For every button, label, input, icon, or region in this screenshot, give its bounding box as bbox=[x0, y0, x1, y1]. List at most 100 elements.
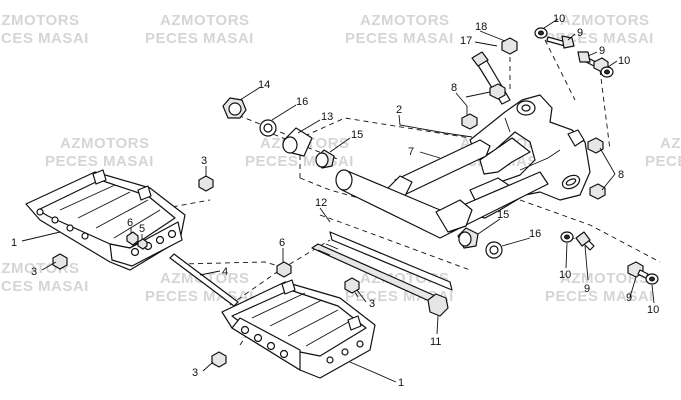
nut-8 bbox=[489, 83, 506, 100]
callout-10a: 10 bbox=[553, 13, 565, 25]
washer-16-hole bbox=[263, 123, 273, 133]
hardware-top-right bbox=[461, 27, 614, 200]
nut-8 bbox=[461, 113, 478, 130]
callout-16a: 16 bbox=[296, 96, 308, 108]
watermark-line2: PECES MASAI bbox=[0, 30, 89, 47]
footrest-hole bbox=[130, 247, 140, 257]
bolt-thread bbox=[317, 243, 339, 256]
collar-nut-14-face bbox=[228, 102, 242, 116]
bolt-9-head bbox=[575, 231, 591, 247]
bolt-9-head bbox=[561, 35, 575, 49]
callout-3a: 3 bbox=[201, 155, 207, 167]
leader-8b bbox=[599, 147, 616, 175]
leader-3c bbox=[356, 289, 367, 303]
leader-9d bbox=[629, 276, 637, 298]
footrest-hole bbox=[356, 340, 364, 348]
watermark-line1: AZMOTORS bbox=[560, 12, 650, 29]
bushing-15-end bbox=[458, 231, 472, 247]
watermark-line2: PECES MASAI bbox=[145, 30, 254, 47]
watermark-line2: PECES MASAI bbox=[645, 153, 681, 170]
callout-9c: 9 bbox=[584, 283, 590, 295]
leader-8a bbox=[465, 91, 491, 98]
callout-9a: 9 bbox=[577, 27, 583, 39]
leader-1b bbox=[349, 361, 397, 383]
footrest-hole bbox=[266, 341, 276, 351]
callout-9d: 9 bbox=[626, 292, 632, 304]
watermark-line2: PECES MASAI bbox=[545, 288, 654, 305]
leader-10d bbox=[651, 284, 655, 304]
callout-3d: 3 bbox=[192, 367, 198, 379]
callout-1a: 1 bbox=[11, 237, 17, 249]
callout-15a: 15 bbox=[351, 129, 363, 141]
washer-16-hole bbox=[489, 245, 499, 255]
bushings bbox=[222, 97, 503, 259]
leader-2 bbox=[398, 114, 473, 138]
footrest-slats bbox=[59, 184, 161, 239]
callout-16b: 16 bbox=[529, 228, 541, 240]
watermark-line1: AZMOTORS bbox=[60, 397, 150, 400]
nut-3 bbox=[198, 175, 214, 192]
watermark-line1: AZMOTORS bbox=[0, 12, 80, 29]
leader-lines bbox=[21, 18, 655, 383]
watermark-layer: AZMOTORS PECES MASAI AZMOTORS PECES MASA… bbox=[0, 12, 681, 400]
nut-6 bbox=[276, 261, 292, 278]
leader-10b bbox=[607, 60, 618, 68]
leader-3b bbox=[41, 261, 57, 271]
footrest-hole bbox=[279, 349, 289, 359]
callout-6a: 6 bbox=[127, 217, 133, 229]
callout-3c: 3 bbox=[369, 298, 375, 310]
leader-3d bbox=[202, 361, 214, 372]
callout-10c: 10 bbox=[559, 269, 571, 281]
nut-8 bbox=[589, 183, 606, 200]
watermark-line2: PECES MASAI bbox=[0, 278, 89, 295]
callout-10b: 10 bbox=[618, 55, 630, 67]
nut-3 bbox=[211, 351, 227, 368]
nut-18 bbox=[501, 37, 518, 55]
leader-9b bbox=[587, 51, 598, 57]
leader-9c bbox=[584, 245, 589, 281]
swing-arm-cross-tube-end bbox=[335, 169, 353, 191]
watermark-line2: PECES MASAI bbox=[245, 153, 354, 170]
footrest-hole bbox=[240, 325, 250, 335]
swing-arm-detail-line bbox=[504, 117, 561, 171]
guide-line bbox=[519, 199, 661, 263]
callout-labels: 1 1 2 3 3 3 3 4 5 6 6 7 8 8 9 9 9 9 10 1… bbox=[11, 13, 659, 389]
bushing-15-end bbox=[315, 152, 329, 168]
bolt-17-head bbox=[471, 51, 489, 67]
callout-8b: 8 bbox=[618, 169, 624, 181]
pivot-shaft-assembly bbox=[311, 231, 453, 317]
watermark-line1: AZMOTORS bbox=[160, 12, 250, 29]
footrest-hole bbox=[51, 216, 59, 224]
bolt-9-head bbox=[577, 51, 591, 63]
connecting-rod-4 bbox=[169, 253, 239, 307]
leader-4 bbox=[199, 270, 221, 276]
footrest-tab bbox=[281, 279, 296, 295]
hardware-bottom-right bbox=[560, 231, 659, 285]
pivot-shaft-12 bbox=[329, 231, 453, 291]
leader-14 bbox=[239, 87, 260, 101]
swing-arm-gusset bbox=[479, 137, 531, 175]
swing-arm-pivot-block bbox=[435, 199, 473, 233]
callout-3b: 3 bbox=[31, 266, 37, 278]
leader-10a bbox=[543, 18, 559, 29]
guide-line bbox=[239, 329, 251, 346]
callout-1b: 1 bbox=[398, 377, 404, 389]
callout-17: 17 bbox=[460, 35, 472, 47]
footrest-hole bbox=[167, 229, 177, 239]
guide-line bbox=[299, 117, 471, 178]
nut-3 bbox=[344, 277, 360, 294]
leader-15b bbox=[477, 218, 501, 235]
washer-10-hole bbox=[564, 234, 570, 240]
callout-18: 18 bbox=[475, 21, 487, 33]
callout-10d: 10 bbox=[647, 304, 659, 316]
swing-arm bbox=[335, 94, 591, 239]
watermark-line1: AZMOTORS bbox=[260, 397, 350, 400]
callout-2: 2 bbox=[396, 104, 402, 116]
swing-arm-upper-eye-hole bbox=[521, 104, 531, 112]
footrest-tab bbox=[137, 185, 152, 201]
sleeve-13-end bbox=[282, 136, 298, 154]
leader-12 bbox=[319, 207, 331, 223]
callout-6b: 6 bbox=[279, 237, 285, 249]
footrest-tab bbox=[92, 169, 107, 185]
